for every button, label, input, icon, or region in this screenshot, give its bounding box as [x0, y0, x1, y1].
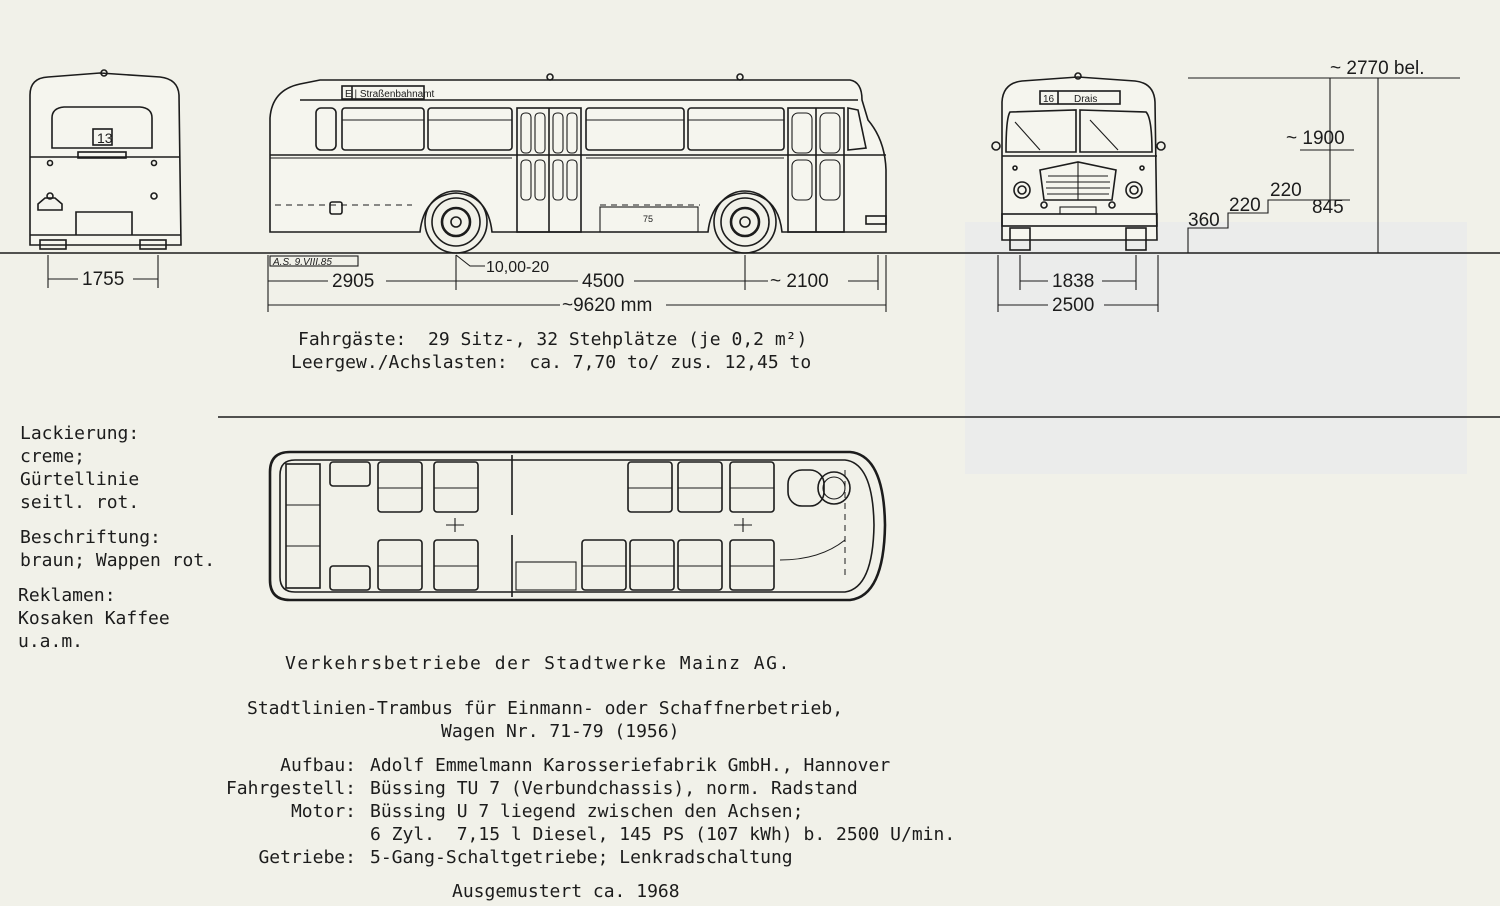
spec-label-gearbox: Getriebe: — [258, 847, 356, 868]
wheelbase: 4500 — [582, 271, 624, 292]
operator-name: Verkehrsbetriebe der Stadtwerke Mainz AG… — [285, 653, 791, 674]
ads-value-2: u.a.m. — [18, 631, 84, 652]
paint-value-3: seitl. rot. — [20, 492, 140, 513]
spec-label-body: Aufbau: — [280, 755, 356, 776]
tire-size: 10,00-20 — [486, 259, 549, 276]
spec-label-engine: Motor: — [290, 801, 356, 822]
side-fleet-number: 75 — [643, 214, 653, 224]
vehicle-type-line-1: Stadtlinien-Trambus für Einmann- oder Sc… — [247, 698, 844, 719]
drawing-credit: A.S. 9.VIII.85 — [272, 257, 332, 268]
front-route-number: 16 — [1043, 94, 1055, 105]
spec-value-gearbox: 5-Gang-Schaltgetriebe; Lenkradschaltung — [370, 847, 793, 868]
overall-length: ~9620 mm — [562, 295, 652, 316]
width-dimensions: 1838 2500 — [997, 255, 1159, 316]
rear-view: 13 — [29, 69, 182, 250]
spec-value-body: Adolf Emmelmann Karosseriefabrik GmbH., … — [370, 755, 891, 776]
paint-value-1: creme; — [20, 446, 86, 467]
window-height: ~ 1900 — [1286, 128, 1345, 149]
paint-value-2: Gürtellinie — [20, 469, 140, 490]
ads-label: Reklamen: — [18, 585, 116, 606]
scan-shading — [965, 222, 1467, 474]
length-dimensions: 2905 4500 ~ 2100 ~9620 mm — [267, 255, 887, 316]
side-destination-sign: E | Straßenbahnamt — [345, 89, 435, 100]
lettering-value: braun; Wappen rot. — [20, 550, 216, 571]
spec-value-engine: Büssing U 7 liegend zwischen den Achsen; — [370, 801, 804, 822]
height-loaded: ~ 2770 bel. — [1330, 58, 1425, 79]
ads-value-1: Kosaken Kaffee — [18, 608, 170, 629]
spec-value-chassis: Büssing TU 7 (Verbundchassis), norm. Rad… — [370, 778, 858, 799]
step-height-1: 360 — [1188, 210, 1220, 231]
floor-height: 845 — [1312, 197, 1344, 218]
rear-overhang: ~ 2100 — [770, 271, 829, 292]
spec-label-chassis: Fahrgestell: — [225, 778, 356, 799]
side-view-annotations: A.S. 9.VIII.85 10,00-20 — [269, 254, 549, 276]
spec-value-engine-detail: 6 Zyl. 7,15 l Diesel, 145 PS (107 kWh) b… — [370, 824, 956, 845]
weights: Leergew./Achslasten: ca. 7,70 to/ zus. 1… — [291, 352, 812, 373]
step-height-2: 220 — [1229, 195, 1261, 216]
side-view: E | Straßenbahnamt — [269, 73, 887, 254]
rear-track-dimension: 1755 — [47, 255, 159, 290]
step-height-3: 220 — [1270, 180, 1302, 201]
retirement-note: Ausgemustert ca. 1968 — [452, 881, 680, 902]
height-dimensions: ~ 2770 bel. ~ 1900 845 220 220 360 — [1187, 58, 1460, 253]
front-overhang: 2905 — [332, 271, 374, 292]
front-destination: Drais — [1074, 94, 1097, 105]
vehicle-type-line-2: Wagen Nr. 71-79 (1956) — [441, 721, 680, 742]
paint-label: Lackierung: — [20, 423, 140, 444]
front-view: 16 Drais — [991, 72, 1166, 251]
passenger-capacity: Fahrgäste: 29 Sitz-, 32 Stehplätze (je 0… — [298, 329, 808, 350]
front-track: 1838 — [1052, 271, 1094, 292]
floor-plan — [268, 450, 887, 602]
rear-route-number: 13 — [97, 130, 113, 146]
rear-track-width: 1755 — [82, 269, 124, 290]
lettering-label: Beschriftung: — [20, 527, 161, 548]
vehicle-width: 2500 — [1052, 295, 1094, 316]
